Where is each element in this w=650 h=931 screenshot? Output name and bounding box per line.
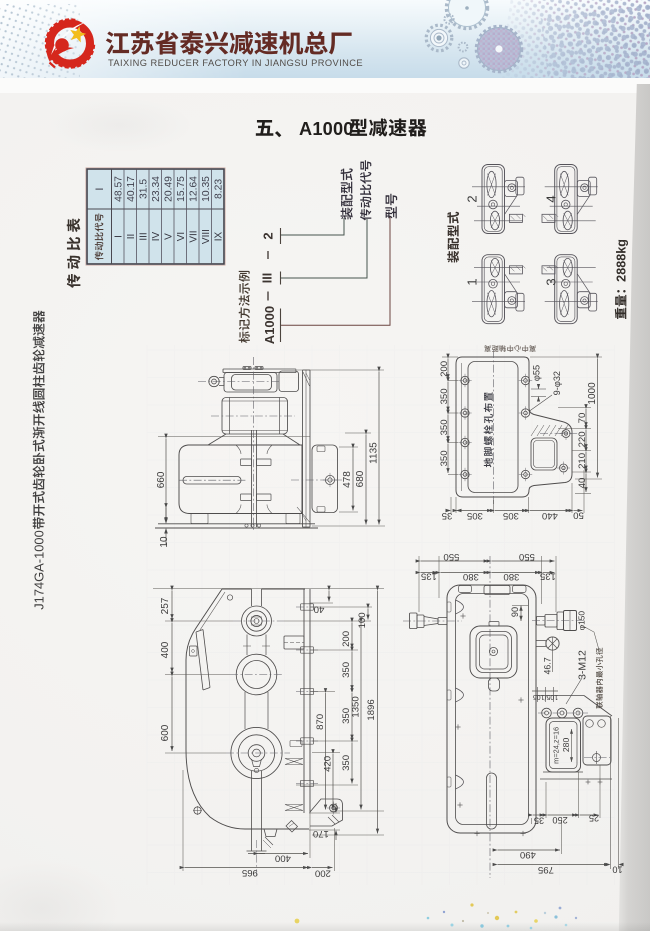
svg-text:550: 550 (519, 551, 535, 562)
svg-text:490: 490 (520, 849, 536, 860)
svg-text:550: 550 (443, 551, 459, 562)
svg-text:VI: VI (176, 232, 187, 241)
svg-text:15.75: 15.75 (176, 176, 187, 202)
svg-text:40: 40 (314, 604, 325, 615)
svg-text:II: II (126, 234, 137, 240)
svg-text:VII: VII (188, 230, 199, 242)
svg-text:170: 170 (313, 828, 329, 839)
svg-text:220: 220 (577, 431, 588, 447)
svg-text:210: 210 (577, 453, 588, 469)
svg-text:1896: 1896 (366, 699, 377, 720)
svg-text:A1000: A1000 (262, 306, 277, 344)
svg-text:12.64: 12.64 (188, 176, 199, 202)
svg-text:23.34: 23.34 (151, 176, 162, 202)
svg-text:350: 350 (341, 662, 352, 678)
svg-text:440: 440 (542, 510, 558, 521)
svg-text:135: 135 (540, 571, 556, 582)
svg-text:20.49: 20.49 (163, 176, 174, 202)
svg-text:350: 350 (341, 708, 352, 724)
svg-text:35: 35 (534, 816, 544, 826)
svg-text:φ150: φ150 (577, 611, 587, 631)
svg-text:9-φ32: 9-φ32 (552, 371, 562, 395)
svg-text:I: I (94, 187, 106, 190)
svg-text:III: III (138, 232, 149, 240)
svg-text:1000: 1000 (587, 382, 598, 405)
svg-text:350: 350 (439, 419, 450, 435)
svg-text:48.57: 48.57 (113, 176, 124, 202)
svg-text:90: 90 (510, 607, 520, 617)
svg-text:70: 70 (577, 413, 588, 424)
svg-text:680: 680 (355, 470, 366, 487)
svg-text:25: 25 (589, 813, 599, 823)
svg-text:200: 200 (341, 631, 352, 647)
svg-text:1350: 1350 (350, 696, 361, 717)
svg-text:305: 305 (467, 510, 483, 521)
svg-text:380: 380 (503, 571, 519, 582)
svg-text:280: 280 (561, 738, 571, 753)
svg-text:660: 660 (156, 471, 167, 488)
svg-text:10: 10 (159, 536, 170, 548)
svg-text:200: 200 (315, 868, 331, 879)
svg-text:VIII: VIII (201, 229, 212, 244)
svg-text:400: 400 (160, 641, 171, 658)
svg-text:795: 795 (538, 864, 554, 875)
svg-text:46.7: 46.7 (543, 657, 553, 674)
svg-text:380: 380 (463, 571, 479, 582)
svg-text:35: 35 (442, 510, 453, 521)
svg-text:250: 250 (552, 815, 567, 825)
svg-text:50: 50 (573, 510, 584, 521)
svg-text:8.23: 8.23 (213, 179, 224, 199)
svg-text:40: 40 (577, 478, 588, 489)
svg-text:2: 2 (465, 195, 480, 202)
svg-text:135: 135 (421, 571, 437, 582)
svg-text:3: 3 (544, 278, 559, 285)
svg-text:350: 350 (341, 755, 352, 771)
svg-text:200: 200 (439, 361, 450, 377)
svg-text:257: 257 (160, 597, 171, 614)
svg-text:100: 100 (357, 612, 368, 628)
svg-text:350: 350 (439, 388, 450, 404)
svg-text:IV: IV (151, 231, 162, 241)
svg-text:I: I (113, 235, 124, 238)
svg-text:10.35: 10.35 (201, 176, 212, 202)
svg-text:400: 400 (275, 853, 291, 864)
svg-text:2: 2 (261, 232, 276, 239)
svg-text:105/105: 105/105 (533, 693, 558, 700)
svg-text:J174GA-1000: J174GA-1000 (32, 530, 47, 610)
svg-text:350: 350 (439, 450, 450, 466)
svg-text:478: 478 (342, 471, 353, 488)
svg-text:420: 420 (322, 756, 333, 772)
svg-text:TAIXING REDUCER FACTORY IN JIA: TAIXING REDUCER FACTORY IN JIANGSU PROVI… (108, 58, 363, 68)
svg-text:40.17: 40.17 (126, 176, 137, 202)
svg-text:III: III (260, 273, 274, 283)
svg-text:870: 870 (315, 714, 326, 730)
svg-text:1: 1 (465, 278, 480, 285)
svg-text:31.5: 31.5 (138, 179, 149, 199)
svg-text:4: 4 (544, 195, 559, 202)
svg-text:3-M12: 3-M12 (577, 650, 589, 680)
svg-text:IX: IX (213, 231, 224, 241)
svg-text:2888kg: 2888kg (615, 239, 629, 282)
svg-text:1135: 1135 (369, 442, 380, 464)
svg-text:10: 10 (612, 865, 622, 875)
svg-text:A1000: A1000 (299, 119, 354, 139)
svg-text:m=24,z=16: m=24,z=16 (552, 727, 561, 764)
svg-text:φ55: φ55 (531, 365, 541, 381)
svg-text:V: V (163, 233, 174, 240)
svg-text:600: 600 (160, 724, 171, 741)
svg-text:965: 965 (242, 867, 258, 878)
svg-text:305: 305 (503, 510, 519, 521)
